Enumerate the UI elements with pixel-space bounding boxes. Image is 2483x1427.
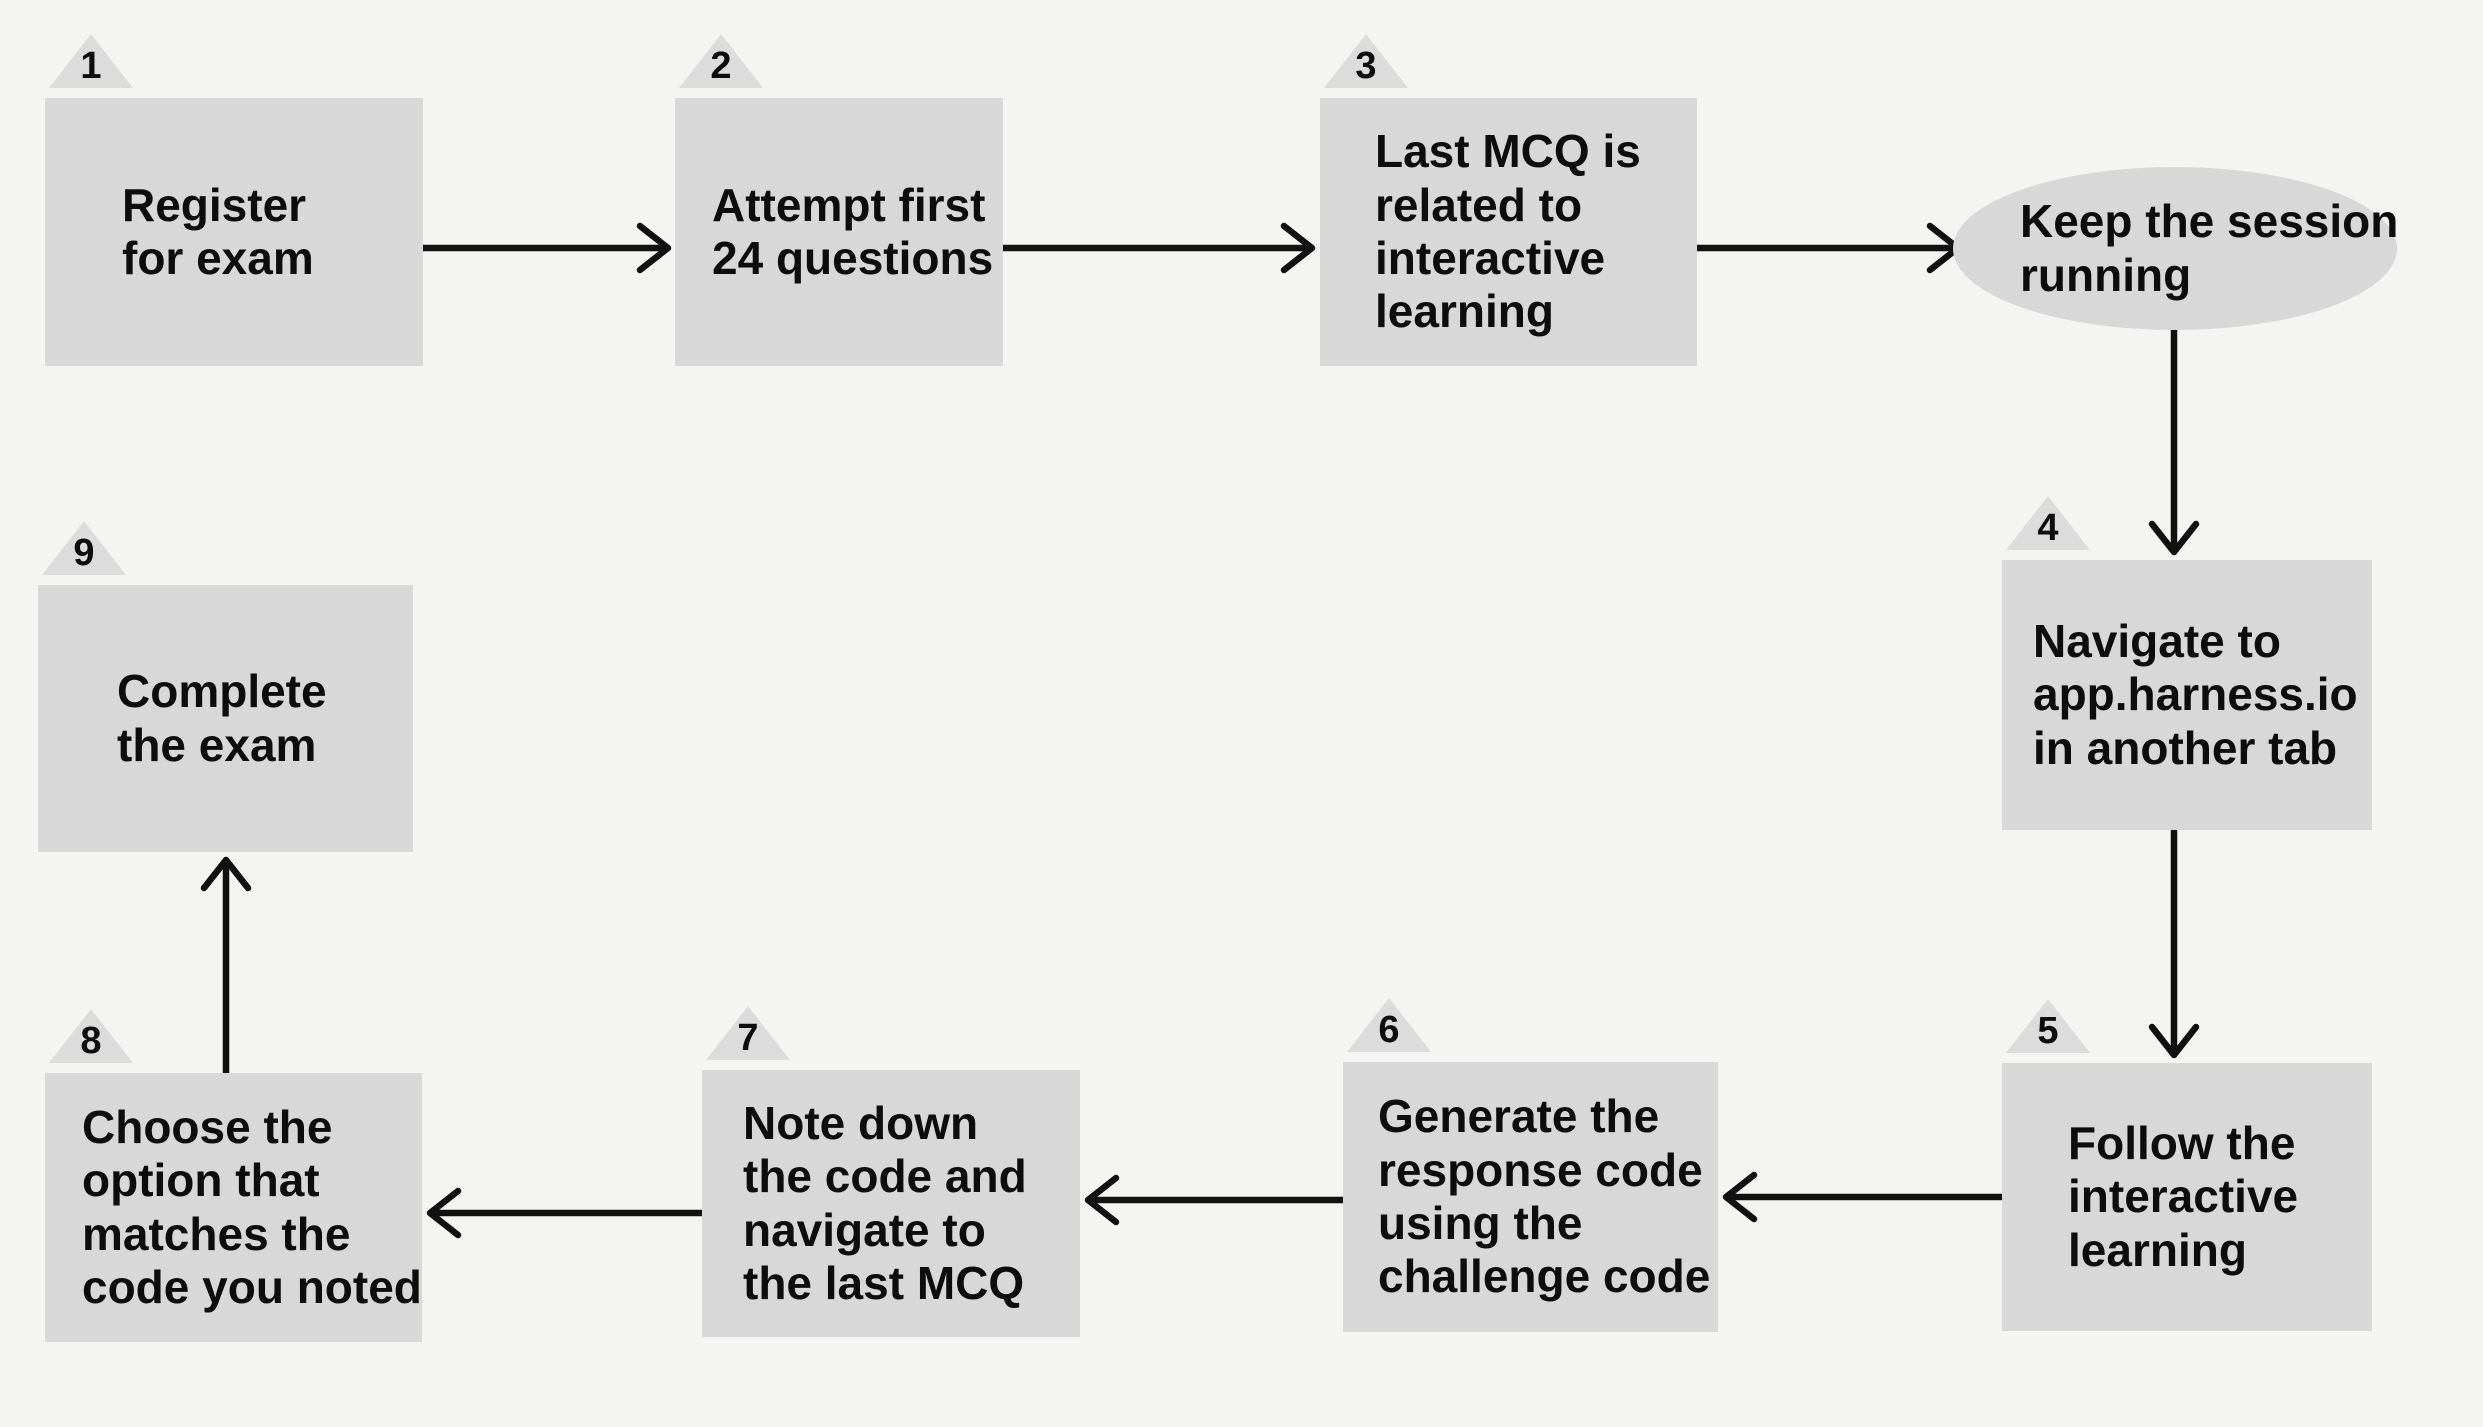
step-9-label: Complete the exam	[117, 665, 327, 771]
step-1-number: 1	[80, 45, 102, 87]
step-5-label: Follow the interactive learning	[2068, 1116, 2299, 1276]
step-7-label: Note down the code and navigate to the l…	[743, 1096, 1027, 1309]
step-8-number: 8	[80, 1020, 102, 1062]
step-4-number-badge: 4	[2006, 496, 2090, 550]
step-4-box: 4 Navigate to app.harness.io in another …	[2002, 496, 2372, 830]
step-7-number-badge: 7	[706, 1006, 790, 1060]
step-2-number: 2	[710, 45, 732, 87]
step-4-label: Navigate to app.harness.io in another ta…	[2033, 614, 2358, 774]
step-8-box: 8 Choose the option that matches the cod…	[45, 1009, 422, 1342]
step-3-box: 3 Last MCQ is related to interactive lea…	[1320, 34, 1697, 366]
step-2-number-badge: 2	[679, 34, 763, 88]
step-2-label: Attempt first 24 questions	[712, 178, 994, 284]
step-6-number-badge: 6	[1347, 998, 1431, 1052]
step-3-number-badge: 3	[1324, 34, 1408, 88]
keep-session-ellipse: Keep the session running	[1953, 167, 2399, 330]
step-5-number: 5	[2037, 1010, 2059, 1052]
step-4-number: 4	[2037, 507, 2059, 549]
step-6-box: 6 Generate the response code using the c…	[1343, 998, 1718, 1332]
step-1-box: 1 Register for exam	[45, 34, 423, 366]
step-3-number: 3	[1355, 45, 1377, 87]
step-8-number-badge: 8	[49, 1009, 133, 1063]
step-7-number: 7	[737, 1017, 759, 1059]
step-7-box: 7 Note down the code and navigate to the…	[702, 1006, 1080, 1337]
step-3-label: Last MCQ is related to interactive learn…	[1375, 125, 1641, 338]
step-9-box: 9 Complete the exam	[38, 521, 413, 852]
step-6-label: Generate the response code using the cha…	[1378, 1090, 1711, 1303]
step-2-box: 2 Attempt first 24 questions	[675, 34, 1003, 366]
step-8-label: Choose the option that matches the code …	[82, 1100, 422, 1313]
step-6-number: 6	[1378, 1009, 1400, 1051]
step-1-number-badge: 1	[49, 34, 133, 88]
keep-session-label: Keep the session running	[2020, 195, 2399, 301]
step-5-box: 5 Follow the interactive learning	[2002, 999, 2372, 1331]
step-1-label: Register for exam	[122, 178, 314, 284]
step-5-number-badge: 5	[2006, 999, 2090, 1053]
step-9-number-badge: 9	[42, 521, 126, 575]
step-9-number: 9	[73, 532, 95, 574]
